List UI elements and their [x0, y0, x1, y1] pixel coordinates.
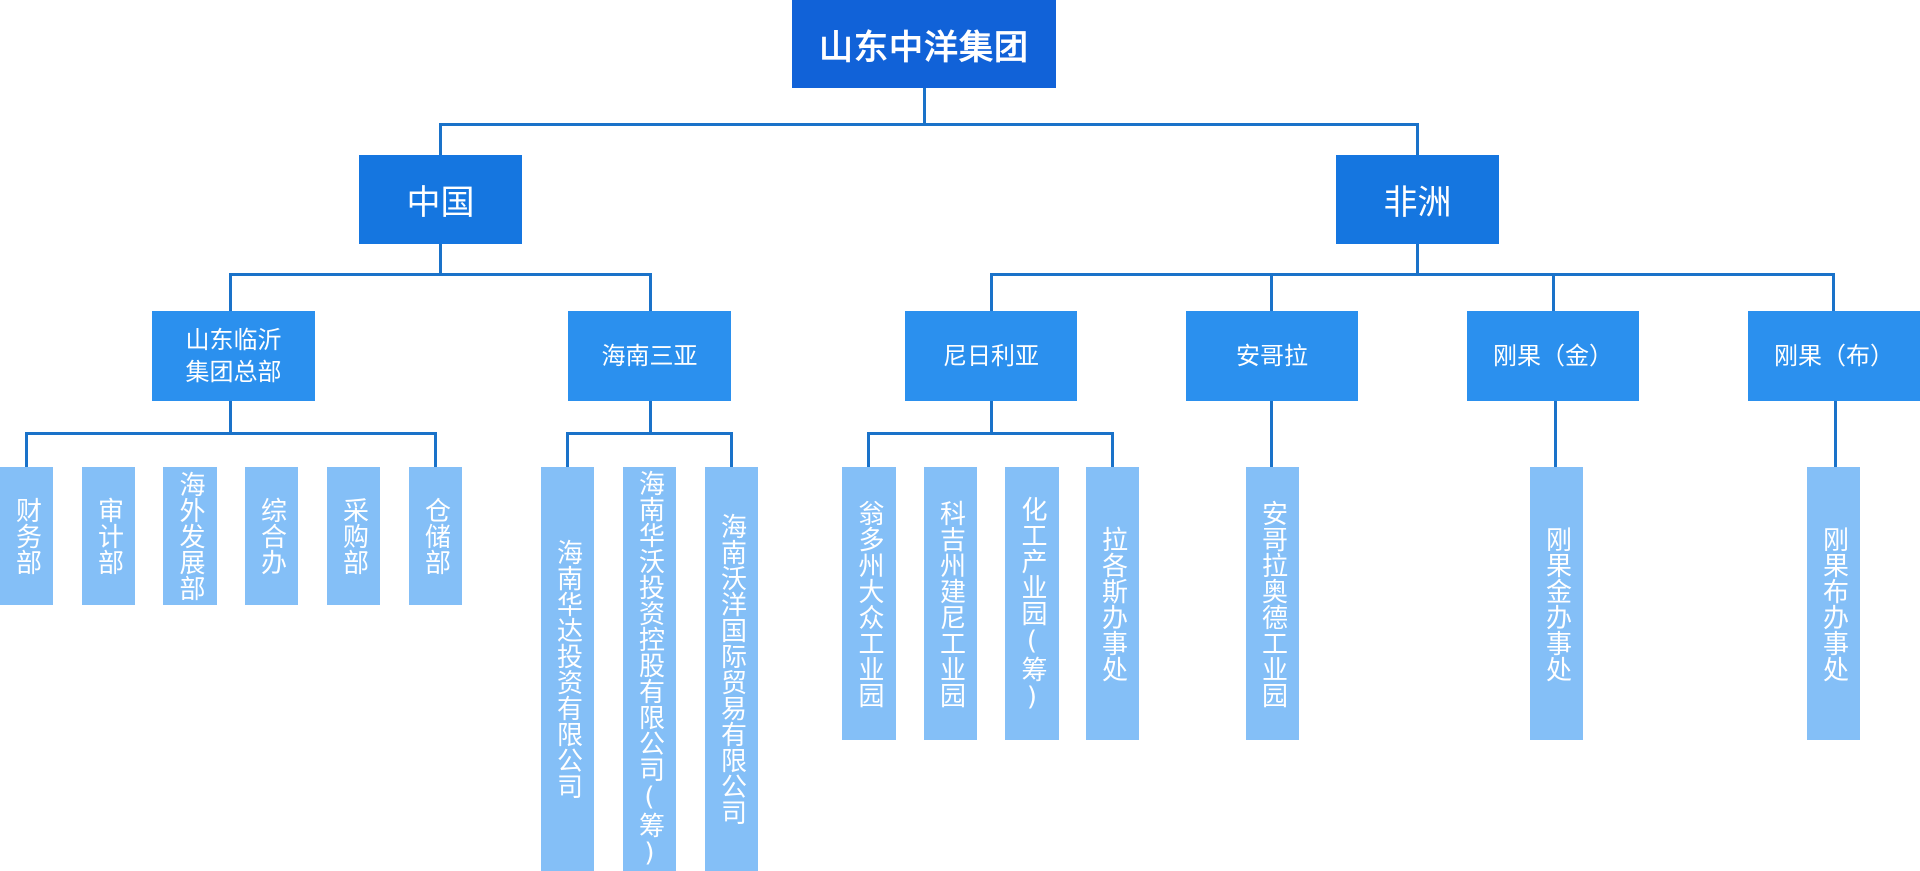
unit-label: 山东临沂 集团总部	[185, 326, 282, 386]
connector-line	[1832, 273, 1835, 311]
connector-line	[1111, 432, 1114, 467]
department-label: 科吉州建尼工业园	[935, 499, 966, 708]
root-node: 山东中洋集团	[792, 0, 1056, 88]
connector-line	[990, 273, 1835, 276]
department-node: 翁多州大众工业园	[842, 467, 896, 740]
unit-label: 刚果（金）	[1493, 342, 1613, 370]
region-node-china: 中国	[359, 155, 522, 244]
department-label: 海南沃洋国际贸易有限公司	[716, 513, 747, 825]
department-label: 海南华沃投资控股有限公司(筹)	[634, 470, 665, 868]
department-node: 海外发展部	[163, 467, 217, 605]
connector-line	[439, 244, 442, 274]
department-node: 审计部	[82, 467, 135, 605]
unit-label: 尼日利亚	[943, 342, 1039, 370]
department-node: 财务部	[0, 467, 53, 605]
connector-line	[649, 273, 652, 311]
connector-line	[229, 273, 232, 311]
connector-line	[229, 401, 232, 433]
department-label: 综合办	[256, 497, 287, 575]
department-label: 海外发展部	[175, 471, 205, 601]
department-label: 审计部	[93, 497, 124, 575]
unit-node: 尼日利亚	[905, 311, 1077, 401]
department-node: 拉各斯办事处	[1086, 467, 1139, 740]
connector-line	[990, 273, 993, 311]
department-node: 综合办	[245, 467, 298, 605]
unit-label: 海南三亚	[601, 342, 698, 370]
department-label: 翁多州大众工业园	[854, 499, 884, 708]
department-node: 海南华沃投资控股有限公司(筹)	[623, 467, 676, 871]
department-label: 采购部	[338, 497, 369, 575]
unit-node: 安哥拉	[1186, 311, 1358, 401]
department-node: 海南华达投资有限公司	[541, 467, 594, 871]
department-node: 科吉州建尼工业园	[924, 467, 977, 740]
department-label: 拉各斯办事处	[1097, 525, 1128, 682]
connector-line	[566, 432, 733, 435]
connector-line	[1554, 401, 1557, 467]
connector-line	[649, 401, 652, 433]
department-label: 刚果金办事处	[1541, 525, 1572, 682]
connector-line	[439, 123, 442, 156]
connector-line	[730, 432, 733, 467]
region-label: 非洲	[1383, 183, 1452, 223]
connector-line	[434, 432, 437, 467]
connector-line	[923, 88, 926, 124]
department-node: 采购部	[327, 467, 380, 605]
root-label: 山东中洋集团	[819, 27, 1029, 68]
connector-line	[1416, 244, 1419, 274]
unit-node: 刚果（布）	[1748, 311, 1920, 401]
department-label: 安哥拉奥德工业园	[1257, 499, 1288, 708]
connector-line	[1416, 123, 1419, 156]
region-node-africa: 非洲	[1336, 155, 1499, 244]
connector-line	[1834, 401, 1837, 467]
connector-line	[990, 401, 993, 433]
unit-node: 刚果（金）	[1467, 311, 1639, 401]
connector-line	[1270, 401, 1273, 467]
unit-label: 刚果（布）	[1774, 342, 1894, 370]
department-label: 刚果布办事处	[1818, 525, 1849, 682]
connector-line	[1270, 273, 1273, 311]
department-node: 安哥拉奥德工业园	[1246, 467, 1299, 740]
connector-line	[229, 273, 652, 276]
department-node: 刚果布办事处	[1807, 467, 1860, 740]
connector-line	[25, 432, 28, 467]
unit-node: 山东临沂 集团总部	[152, 311, 315, 401]
unit-node: 海南三亚	[568, 311, 731, 401]
department-label: 仓储部	[420, 497, 451, 575]
connector-line	[1552, 273, 1555, 311]
connector-line	[566, 432, 569, 467]
connector-line	[439, 123, 1419, 126]
connector-line	[867, 432, 1114, 435]
connector-line	[867, 432, 870, 467]
department-node: 刚果金办事处	[1530, 467, 1583, 740]
department-node: 化工产业园(筹)	[1005, 467, 1059, 740]
department-label: 化工产业园(筹)	[1017, 495, 1047, 712]
department-label: 财务部	[11, 497, 42, 575]
region-label: 中国	[406, 183, 475, 223]
connector-line	[25, 432, 437, 435]
unit-label: 安哥拉	[1236, 342, 1308, 370]
department-node: 海南沃洋国际贸易有限公司	[705, 467, 758, 871]
department-node: 仓储部	[409, 467, 462, 605]
department-label: 海南华达投资有限公司	[552, 539, 583, 799]
